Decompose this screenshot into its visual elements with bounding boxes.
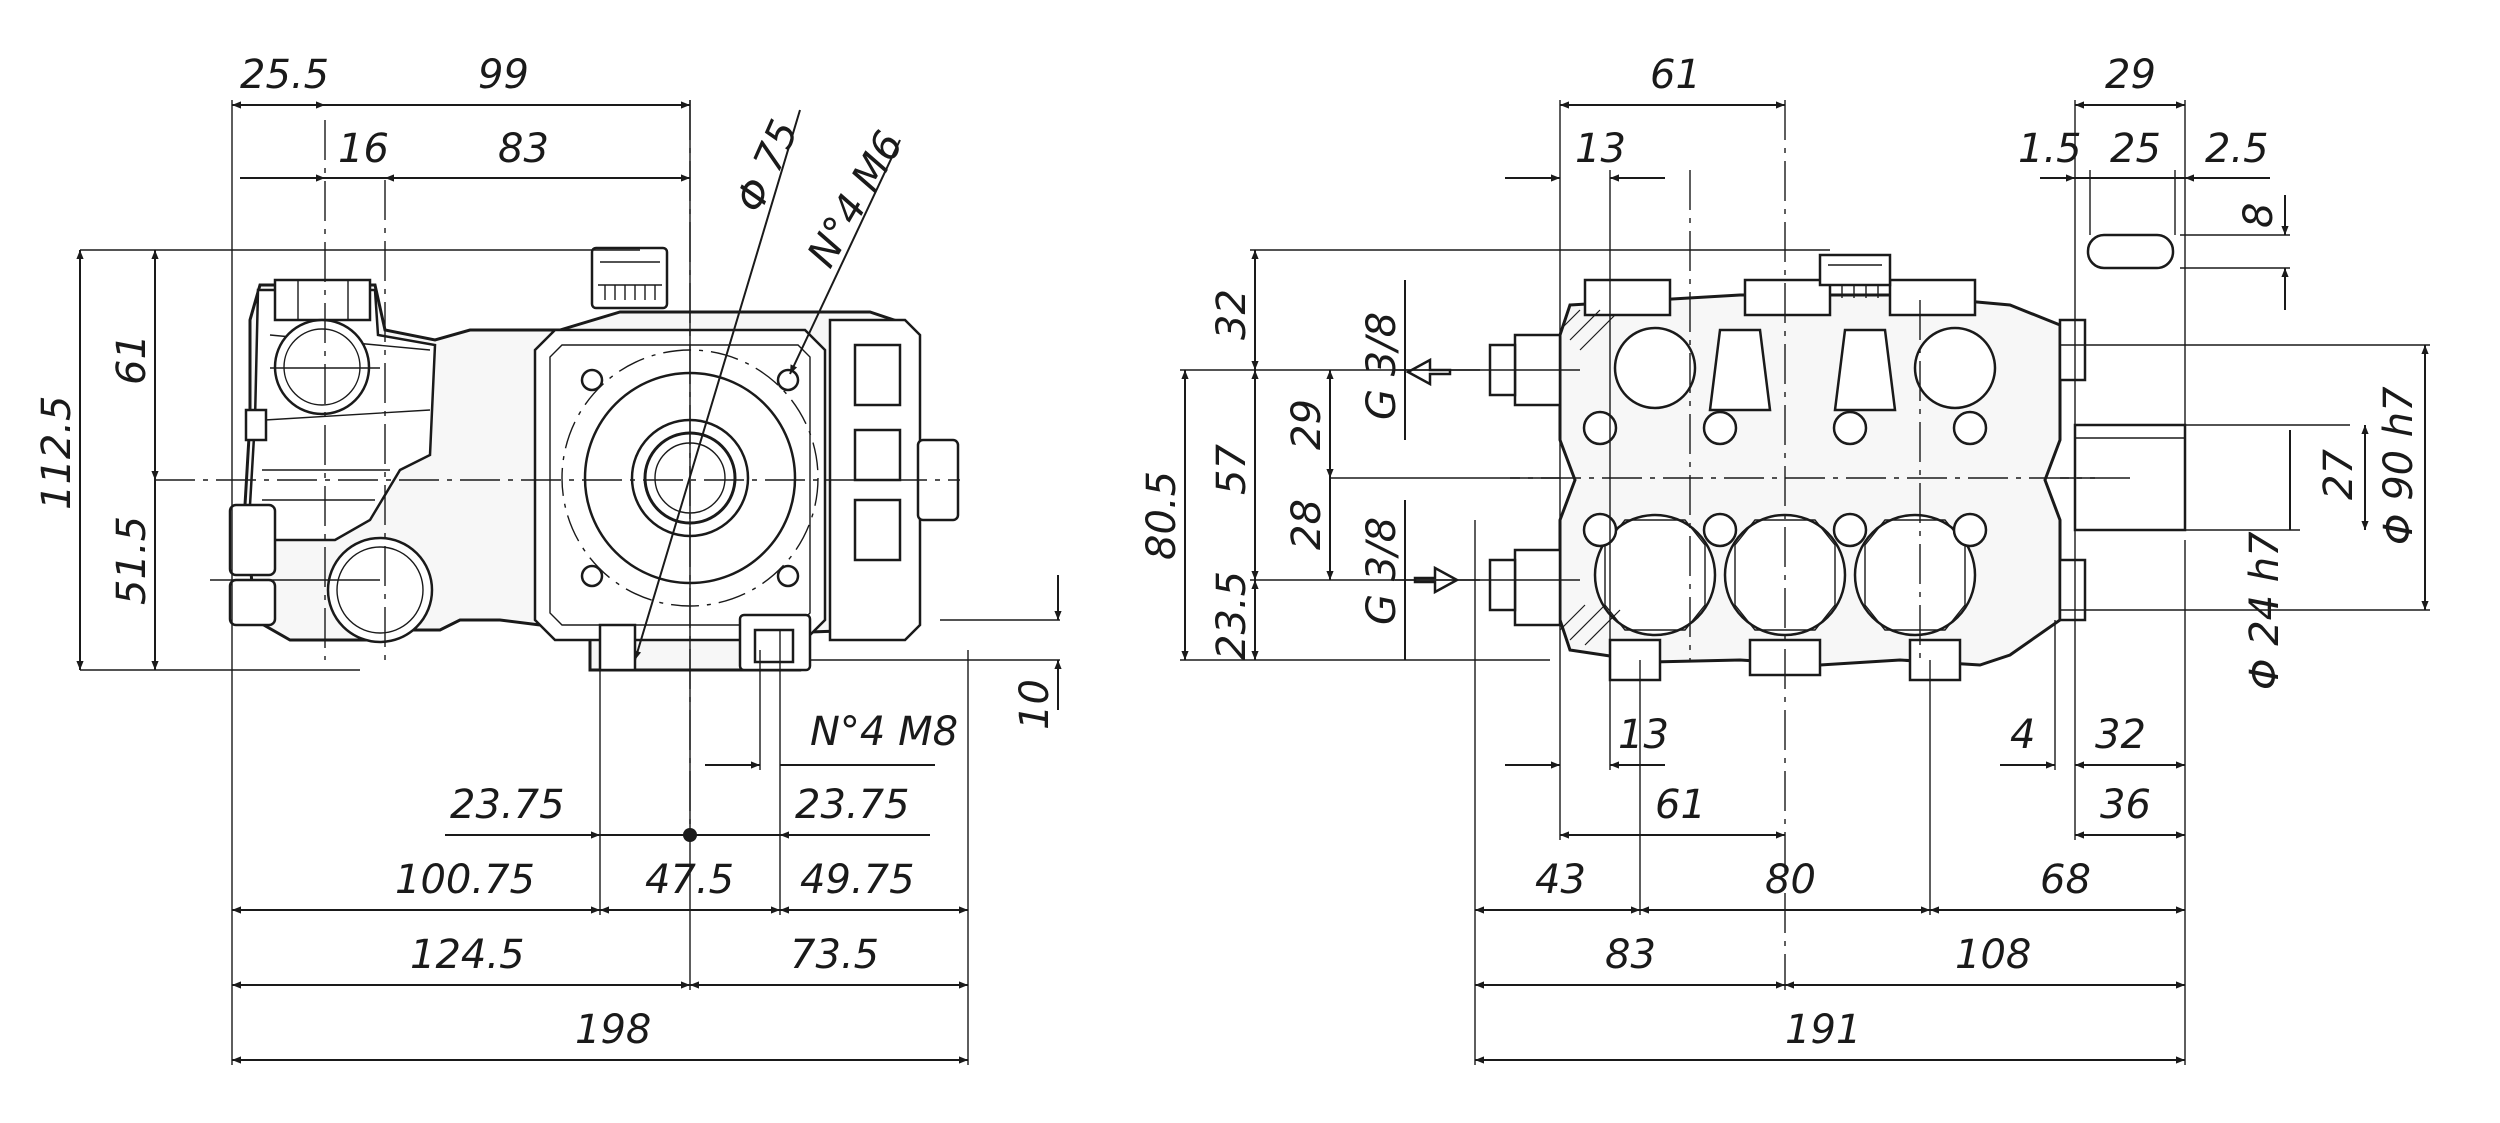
center-dot: [683, 828, 697, 842]
dim-23-75-left: 23.75: [450, 782, 565, 828]
dim-2-5: 2.5: [2205, 126, 2269, 172]
dim-198: 198: [575, 1007, 651, 1053]
left-view: 25.5 99 16 83 Φ 75 N°4 M6 112.5 61 51.5 …: [34, 52, 1062, 1065]
dim-1-5: 1.5: [2018, 126, 2082, 172]
dim-10: 10: [1012, 679, 1058, 730]
left-pump-body: [228, 246, 960, 672]
dim-191: 191: [1785, 1007, 1861, 1053]
dim-16: 16: [338, 126, 389, 172]
dim-32-bottom: 32: [2095, 712, 2146, 758]
dim-13-bottom: 13: [1618, 712, 1669, 758]
dim-61-top: 61: [1650, 52, 1701, 98]
dim-61-left: 61: [109, 334, 155, 385]
dim-83: 83: [498, 126, 549, 172]
dim-23-5: 23.5: [1209, 571, 1255, 660]
dim-51-5: 51.5: [109, 516, 155, 605]
dim-49-75: 49.75: [800, 857, 915, 903]
hatch-bottom: [1559, 604, 1621, 646]
dim-phi-90-h7: Φ 90 h7: [2376, 386, 2422, 545]
dim-28: 28: [1284, 499, 1330, 550]
dim-80-5: 80.5: [1139, 471, 1185, 560]
flow-arrows: [1405, 357, 1460, 595]
dim-phi-24-h7: Φ 24 h7: [2242, 531, 2288, 690]
dim-phi-75: Φ 75: [727, 113, 808, 219]
dim-29: 29: [2105, 52, 2156, 98]
right-pump-body: [1488, 233, 2187, 682]
dim-47-5: 47.5: [645, 857, 734, 903]
dim-112-5: 112.5: [34, 395, 80, 510]
dim-36: 36: [2100, 782, 2151, 828]
dim-108: 108: [1955, 932, 2031, 978]
dim-29-left: 29: [1284, 399, 1330, 450]
dim-100-75: 100.75: [395, 857, 535, 903]
thread-n4-m8: N°4 M8: [810, 709, 958, 755]
dim-27: 27: [2316, 449, 2362, 500]
dim-n4-m6: N°4 M6: [799, 124, 913, 275]
dim-23-75-right: 23.75: [795, 782, 910, 828]
dim-4: 4: [2010, 712, 2035, 758]
dim-124-5: 124.5: [410, 932, 525, 978]
right-extension-lines: [1180, 100, 2430, 1065]
dim-73-5: 73.5: [790, 932, 879, 978]
dim-80: 80: [1765, 857, 1816, 903]
dim-25-5: 25.5: [240, 52, 329, 98]
port-label-top: G 3/8: [1359, 312, 1405, 420]
port-label-bottom: G 3/8: [1359, 517, 1405, 625]
dim-57: 57: [1209, 444, 1255, 495]
dim-99: 99: [478, 52, 529, 98]
dim-8: 8: [2236, 203, 2282, 228]
right-view: 61 13 29 1.5 25 2.5 8 32 80.5 57 23.5 29…: [1139, 52, 2430, 1065]
dim-68: 68: [2040, 857, 2091, 903]
hatch-top: [1559, 309, 1616, 351]
dim-32-left: 32: [1209, 289, 1255, 340]
dim-61-bottom: 61: [1655, 782, 1706, 828]
dim-83-bottom: 83: [1605, 932, 1656, 978]
dim-43: 43: [1535, 857, 1586, 903]
dim-13-top: 13: [1575, 126, 1626, 172]
dim-25: 25: [2110, 126, 2161, 172]
